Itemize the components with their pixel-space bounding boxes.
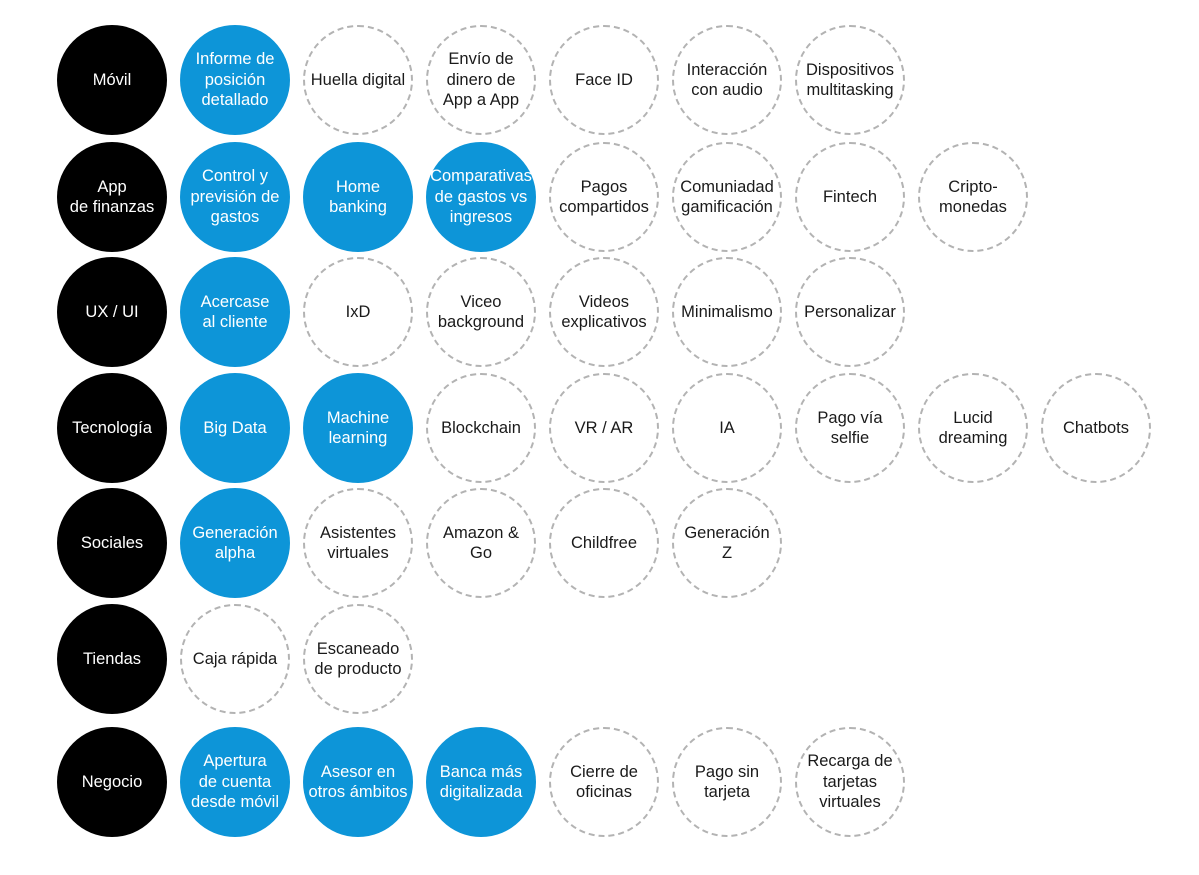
category-label: Tiendas bbox=[82, 649, 142, 668]
emerging-trend-circle: Videos explicativos bbox=[549, 257, 659, 367]
trend-label: Cripto- monedas bbox=[939, 177, 1007, 217]
adopted-trend-circle: Generación alpha bbox=[180, 488, 290, 598]
emerging-trend-circle: IxD bbox=[303, 257, 413, 367]
category-app-de-finanzas: App de finanzas bbox=[57, 142, 167, 252]
adopted-trend-circle: Acercase al cliente bbox=[180, 257, 290, 367]
trend-label: Fintech bbox=[822, 187, 878, 206]
trend-label: IA bbox=[719, 418, 735, 437]
emerging-trend-circle: Pago sin tarjeta bbox=[672, 727, 782, 837]
trend-label: Childfree bbox=[570, 533, 638, 552]
emerging-trend-circle: Fintech bbox=[795, 142, 905, 252]
trend-label: Face ID bbox=[575, 70, 633, 89]
emerging-trend-circle: Chatbots bbox=[1041, 373, 1151, 483]
emerging-trend-circle: Pago vía selfie bbox=[795, 373, 905, 483]
trend-label: Interacción con audio bbox=[686, 60, 768, 100]
emerging-trend-circle: Personalizar bbox=[795, 257, 905, 367]
emerging-trend-circle: VR / AR bbox=[549, 373, 659, 483]
emerging-trend-circle: Childfree bbox=[549, 488, 659, 598]
trend-label: Informe de posición detallado bbox=[195, 50, 275, 110]
trend-label: Control y previsión de gastos bbox=[190, 167, 280, 227]
adopted-trend-circle: Apertura de cuenta desde móvil bbox=[180, 727, 290, 837]
emerging-trend-circle: Escaneado de producto bbox=[303, 604, 413, 714]
adopted-trend-circle: Home banking bbox=[303, 142, 413, 252]
trend-label: Huella digital bbox=[310, 70, 406, 89]
adopted-trend-circle: Banca más digitalizada bbox=[426, 727, 536, 837]
trend-label: Recarga de tarjetas virtuales bbox=[807, 752, 893, 812]
trend-label: VR / AR bbox=[574, 418, 634, 437]
category-tecnologia: Tecnología bbox=[57, 373, 167, 483]
trend-label: Comuniadad gamificación bbox=[680, 177, 774, 217]
emerging-trend-circle: Face ID bbox=[549, 25, 659, 135]
trend-label: Comparativas de gastos vs ingresos bbox=[430, 167, 532, 227]
emerging-trend-circle: Amazon & Go bbox=[426, 488, 536, 598]
trend-label: Generación alpha bbox=[192, 523, 278, 563]
category-label: Negocio bbox=[81, 772, 143, 791]
emerging-trend-circle: Recarga de tarjetas virtuales bbox=[795, 727, 905, 837]
trend-label: Lucid dreaming bbox=[938, 408, 1008, 448]
adopted-trend-circle: Machine learning bbox=[303, 373, 413, 483]
adopted-trend-circle: Big Data bbox=[180, 373, 290, 483]
trend-label: Banca más digitalizada bbox=[439, 762, 523, 802]
emerging-trend-circle: Huella digital bbox=[303, 25, 413, 135]
emerging-trend-circle: Caja rápida bbox=[180, 604, 290, 714]
trend-label: Chatbots bbox=[1062, 418, 1130, 437]
trend-label: Asesor en otros ámbitos bbox=[308, 762, 408, 802]
adopted-trend-circle: Control y previsión de gastos bbox=[180, 142, 290, 252]
category-negocio: Negocio bbox=[57, 727, 167, 837]
trend-label: Envío de dinero de App a App bbox=[442, 50, 520, 110]
adopted-trend-circle: Asesor en otros ámbitos bbox=[303, 727, 413, 837]
trend-label: Pago vía selfie bbox=[817, 408, 883, 448]
category-label: Tecnología bbox=[72, 418, 152, 437]
emerging-trend-circle: Blockchain bbox=[426, 373, 536, 483]
emerging-trend-circle: Envío de dinero de App a App bbox=[426, 25, 536, 135]
trend-label: Blockchain bbox=[441, 418, 521, 437]
trend-label: Cierre de oficinas bbox=[570, 762, 638, 802]
category-label: Sociales bbox=[80, 533, 144, 552]
category-sociales: Sociales bbox=[57, 488, 167, 598]
trend-label: Escaneado de producto bbox=[314, 639, 402, 679]
trend-label: Home banking bbox=[329, 177, 387, 217]
category-movil: Móvil bbox=[57, 25, 167, 135]
category-label: App de finanzas bbox=[69, 177, 155, 217]
trend-label: IxD bbox=[345, 302, 371, 321]
trend-label: Viceo background bbox=[437, 292, 525, 332]
adopted-trend-circle: Comparativas de gastos vs ingresos bbox=[426, 142, 536, 252]
trend-label: Dispositivos multitasking bbox=[805, 60, 895, 100]
trend-label: Caja rápida bbox=[192, 649, 278, 668]
emerging-trend-circle: Lucid dreaming bbox=[918, 373, 1028, 483]
emerging-trend-circle: Comuniadad gamificación bbox=[672, 142, 782, 252]
emerging-trend-circle: Asistentes virtuales bbox=[303, 488, 413, 598]
emerging-trend-circle: IA bbox=[672, 373, 782, 483]
trend-label: Big Data bbox=[203, 418, 267, 437]
emerging-trend-circle: Interacción con audio bbox=[672, 25, 782, 135]
trend-label: Pago sin tarjeta bbox=[694, 762, 760, 802]
emerging-trend-circle: Cripto- monedas bbox=[918, 142, 1028, 252]
trend-label: Pagos compartidos bbox=[559, 177, 649, 217]
category-label: UX / UI bbox=[85, 302, 139, 321]
trend-label: Personalizar bbox=[804, 302, 896, 321]
adopted-trend-circle: Informe de posición detallado bbox=[180, 25, 290, 135]
category-tiendas: Tiendas bbox=[57, 604, 167, 714]
emerging-trend-circle: Dispositivos multitasking bbox=[795, 25, 905, 135]
emerging-trend-circle: Minimalismo bbox=[672, 257, 782, 367]
trend-label: Generación Z bbox=[684, 523, 770, 563]
emerging-trend-circle: Viceo background bbox=[426, 257, 536, 367]
trend-label: Amazon & Go bbox=[442, 523, 520, 563]
emerging-trend-circle: Generación Z bbox=[672, 488, 782, 598]
trend-label: Videos explicativos bbox=[561, 292, 647, 332]
trend-label: Minimalismo bbox=[681, 302, 773, 321]
category-ux-ui: UX / UI bbox=[57, 257, 167, 367]
emerging-trend-circle: Pagos compartidos bbox=[549, 142, 659, 252]
trend-label: Machine learning bbox=[326, 408, 390, 448]
emerging-trend-circle: Cierre de oficinas bbox=[549, 727, 659, 837]
trend-label: Apertura de cuenta desde móvil bbox=[190, 752, 280, 812]
category-label: Móvil bbox=[92, 70, 132, 89]
trend-label: Asistentes virtuales bbox=[319, 523, 397, 563]
trend-label: Acercase al cliente bbox=[200, 292, 270, 332]
